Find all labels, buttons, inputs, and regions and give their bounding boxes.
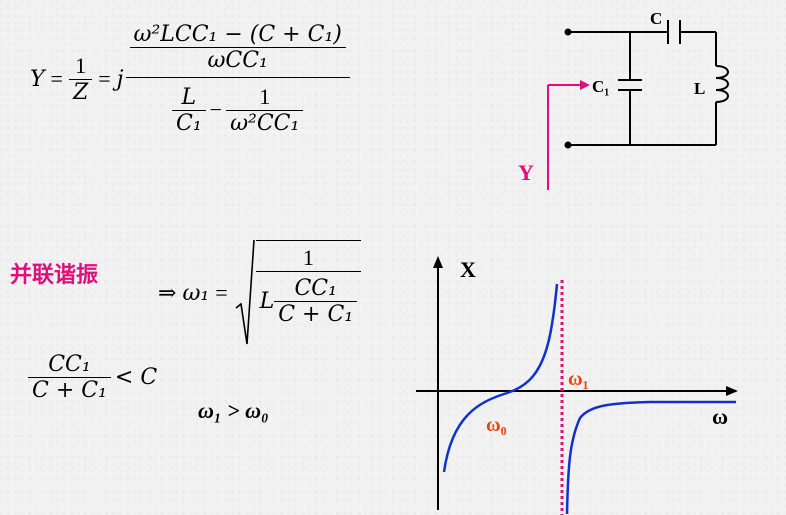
circuit-diagram: C C₁ L Y: [518, 9, 729, 190]
equals-sign: =: [215, 280, 228, 305]
y-axis-label: X: [460, 257, 476, 282]
fraction-bar: [28, 377, 111, 378]
sqrt-icon: 1 L CC₁ C + C₁: [234, 238, 362, 348]
resonance-formula: ⇒ ω₁ = 1 L CC₁ C + C₁: [158, 238, 362, 348]
main-fraction: ω²LCC₁ − (C + C₁) ωCC₁ L C₁ − 1 ω²CC₁: [125, 22, 350, 136]
radical-sign-icon: [235, 239, 255, 345]
c1-denominator: C₁: [176, 110, 202, 136]
l-numerator: L: [181, 84, 197, 110]
reactance-curve-right: [565, 400, 736, 515]
series-capacitance-fraction: CC₁ C + C₁: [28, 352, 111, 403]
omega0-label: ω₀: [486, 414, 507, 436]
minus-sign: −: [209, 97, 223, 122]
label-y: Y: [518, 160, 534, 185]
one-over-w2cc1: 1 ω²CC₁: [226, 84, 304, 136]
fraction-one-over-z: 1 Z: [68, 53, 93, 105]
one-numerator: 1: [259, 84, 271, 109]
label-c: C: [650, 9, 662, 28]
label-c1: C₁: [592, 77, 609, 96]
parallel-resonance-label: 并联谐振: [10, 263, 99, 288]
numerator-one: 1: [75, 53, 87, 78]
w2cc1-denominator: ω²CC₁: [230, 111, 300, 136]
radicand: 1 L CC₁ C + C₁: [255, 240, 362, 348]
inequality: CC₁ C + C₁ < C: [28, 352, 157, 403]
implies-arrow: ⇒: [158, 280, 177, 305]
omega1-label: ω₁: [568, 368, 589, 390]
admittance-formula: Y = 1 Z = j ω²LCC₁ − (C + C₁) ωCC₁ L C₁ …: [30, 22, 350, 136]
x-axis-arrow-icon: [726, 386, 738, 396]
top-denominator: ωCC₁: [207, 48, 268, 73]
fraction-bar: [68, 79, 93, 80]
less-than-c: < C: [114, 365, 158, 390]
label-l: L: [694, 79, 705, 98]
l-over-c1: L C₁: [172, 85, 206, 136]
y-arrow-head-icon: [580, 80, 590, 90]
fraction-bar: [129, 47, 346, 48]
series-capacitance: CC₁ C + C₁: [274, 276, 358, 327]
omega-comparison: ω₁ > ω₀: [198, 398, 269, 423]
fraction-bar: [172, 109, 206, 111]
inductor-coil: [715, 65, 729, 103]
fraction-bar: [274, 301, 358, 302]
reactance-curve-left: [442, 283, 559, 473]
equals-sign: =: [50, 66, 63, 91]
main-fraction-bar: [125, 77, 350, 78]
denominator-z: Z: [72, 80, 89, 105]
x-axis-label: ω: [712, 404, 728, 429]
top-fraction: ω²LCC₁ − (C + C₁) ωCC₁: [129, 22, 346, 73]
y-axis-arrow-icon: [433, 256, 443, 268]
cc1-numerator: CC₁: [48, 352, 91, 377]
radicand-numerator: 1: [302, 245, 314, 270]
fraction-bar: [226, 110, 304, 111]
c-plus-c1-denominator: C + C₁: [32, 378, 107, 403]
reactance-graph: X ω ω₀ ω₁: [416, 256, 738, 515]
omega-one: ω₁: [182, 280, 210, 306]
terminal-bottom: [564, 141, 572, 149]
terminal-top: [564, 28, 572, 36]
equals-sign-2: =: [98, 66, 111, 91]
c-plus-c1-denominator: C + C₁: [278, 302, 354, 327]
imaginary-unit: j: [116, 66, 124, 92]
inductance-l: L: [259, 289, 275, 314]
fraction-bar: [255, 271, 362, 272]
top-numerator: ω²LCC₁ − (C + C₁): [133, 22, 342, 47]
main-denominator: L C₁ − 1 ω²CC₁: [168, 78, 307, 136]
cc1-numerator: CC₁: [294, 276, 337, 301]
symbol-y: Y: [30, 66, 45, 92]
main-numerator: ω²LCC₁ − (C + C₁) ωCC₁: [126, 22, 350, 77]
radicand-denominator: L CC₁ C + C₁: [256, 272, 362, 327]
